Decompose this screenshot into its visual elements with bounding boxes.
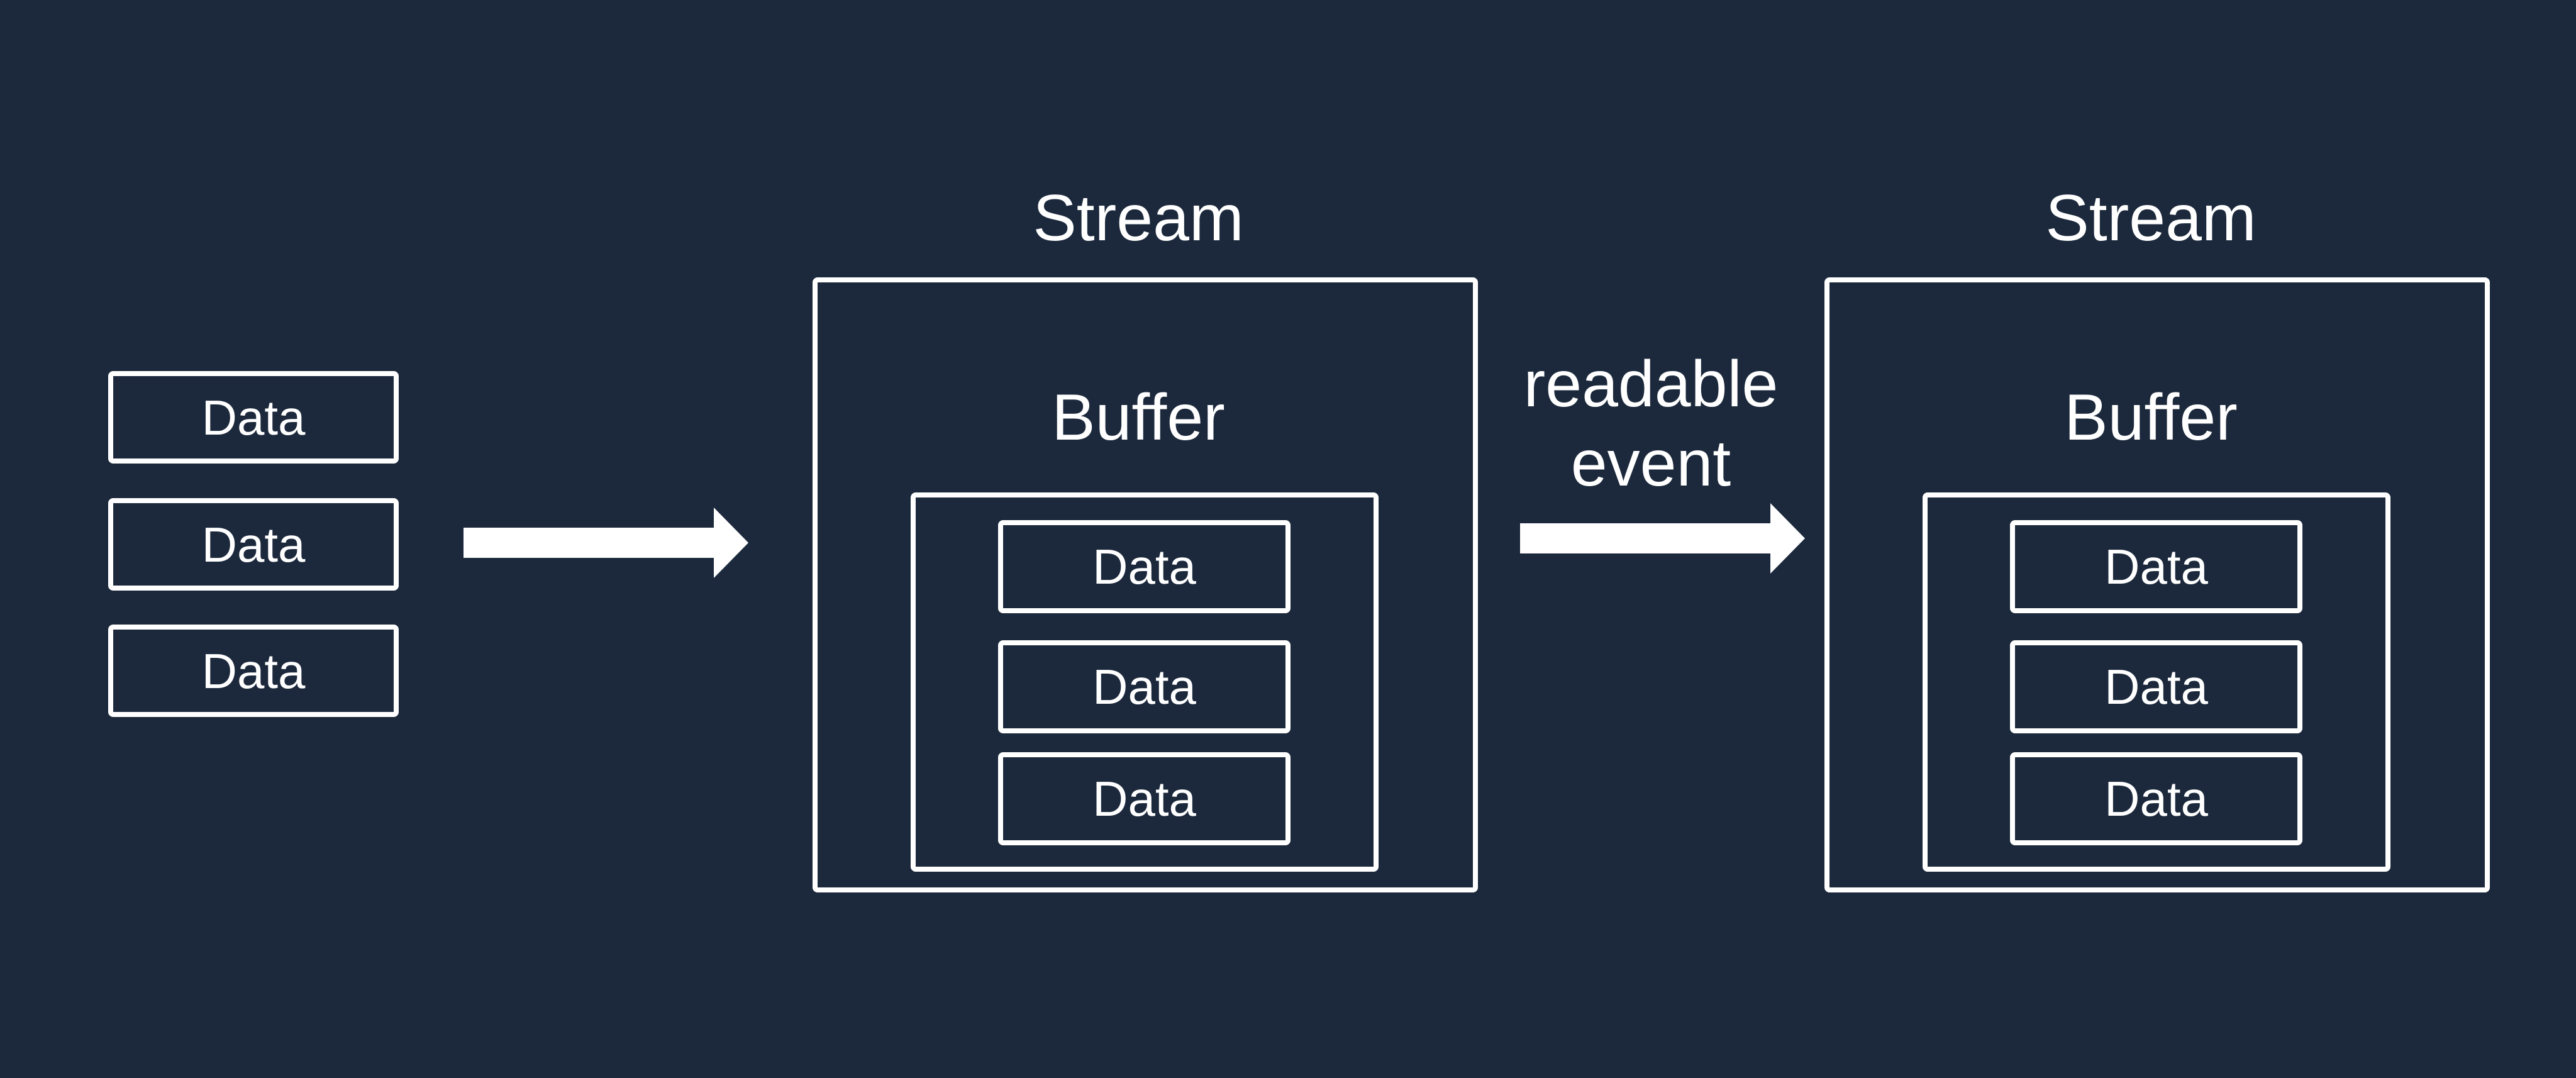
buffer-title: Buffer (1052, 381, 1225, 454)
data-label: Data (201, 516, 306, 572)
buffer-data-item-3: Data (2010, 752, 2302, 845)
readable-event-arrow-icon (1520, 503, 1805, 574)
data-label: Data (2104, 539, 2208, 594)
buffer-container (911, 492, 1379, 872)
buffer-data-item-3: Data (998, 752, 1291, 845)
data-label: Data (1092, 771, 1196, 826)
event-label-line-2: event (1570, 427, 1731, 500)
input-data-item-3: Data (108, 625, 399, 717)
data-label: Data (2104, 771, 2208, 826)
stream-title: Stream (2045, 182, 2257, 255)
data-label: Data (201, 389, 306, 445)
buffer-data-item-2: Data (998, 640, 1291, 733)
stream-title: Stream (1033, 182, 1244, 255)
data-label: Data (1092, 659, 1196, 714)
buffer-data-item-1: Data (2010, 520, 2302, 613)
readable-event-label: readable event (1462, 345, 1840, 503)
input-data-item-1: Data (108, 371, 399, 464)
flow-arrow-icon (464, 508, 748, 578)
stream-container (1824, 277, 2490, 892)
input-data-item-2: Data (108, 498, 399, 591)
data-label: Data (1092, 539, 1196, 594)
buffer-title: Buffer (2064, 381, 2238, 454)
stream-container (813, 277, 1478, 892)
buffer-data-item-1: Data (998, 520, 1291, 613)
data-label: Data (2104, 659, 2208, 714)
event-label-line-1: readable (1523, 348, 1779, 421)
buffer-container (1923, 492, 2390, 872)
buffer-data-item-2: Data (2010, 640, 2302, 733)
data-label: Data (201, 643, 306, 699)
